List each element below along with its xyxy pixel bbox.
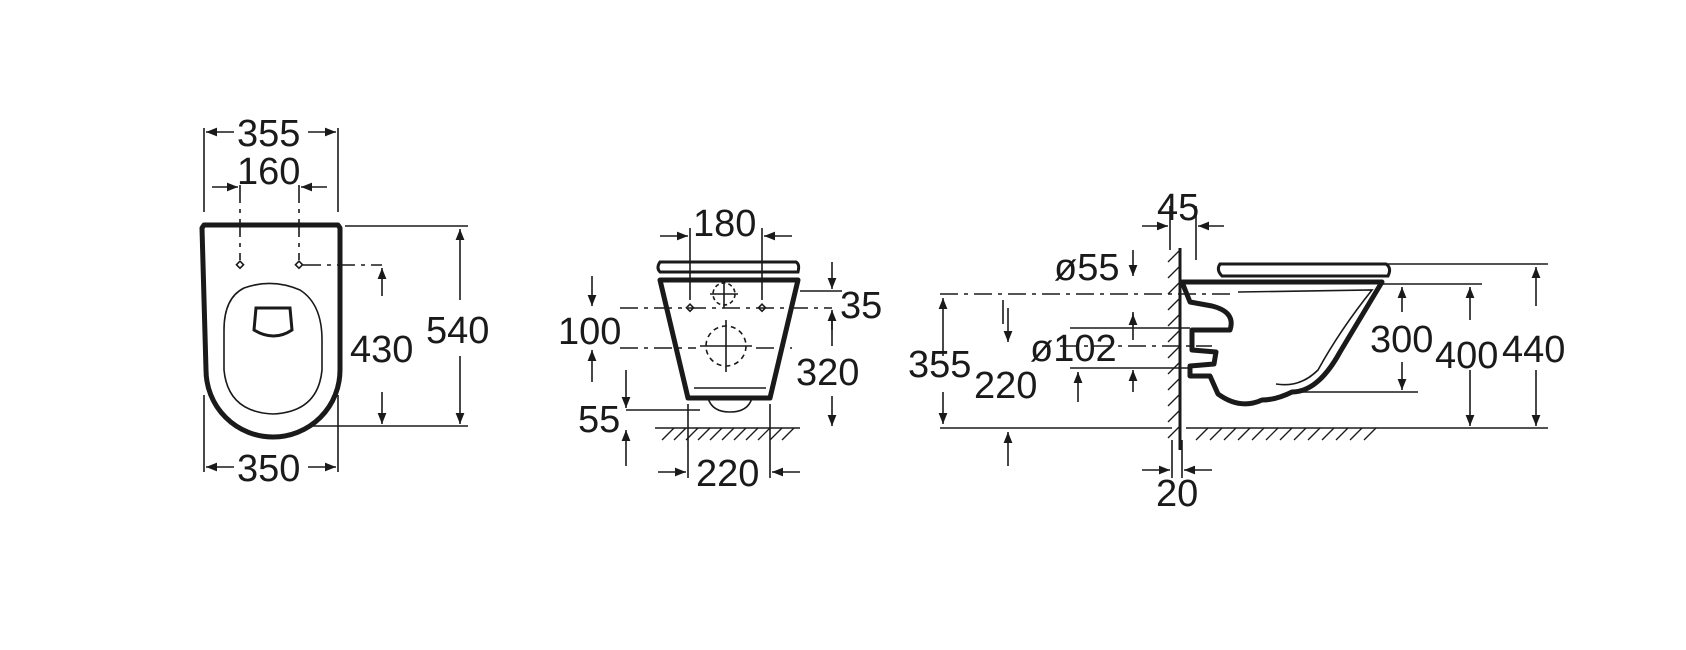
back-upper-offset-label: 35 (840, 285, 882, 327)
side-bowl (1179, 279, 1385, 407)
front-width-top-label: 355 (237, 113, 300, 155)
front-width-bottom-label: 350 (237, 448, 300, 490)
fixing-points (235, 185, 382, 270)
back-hole-spacing-label: 100 (558, 311, 621, 353)
side-rim-height-label: 400 (1435, 335, 1498, 377)
front-fixing-distance-label: 160 (237, 151, 300, 193)
back-body (657, 277, 801, 401)
front-view: 355 160 430 540 350 (199, 113, 489, 490)
bowl-waterline (252, 306, 294, 338)
seat-lid (656, 260, 801, 274)
side-bowl-height-label: 300 (1370, 319, 1433, 361)
side-outlet-diameter-label: ø102 (1030, 328, 1117, 370)
side-inlet-diameter-label: ø55 (1054, 247, 1119, 289)
back-base-width-label: 220 (696, 453, 759, 495)
back-fixing-distance-label: 180 (693, 203, 756, 245)
side-wall-offset-label: 45 (1157, 187, 1199, 229)
front-total-height-label: 540 (426, 310, 489, 352)
side-floor-hatch (1195, 427, 1377, 441)
back-outlet-height-label: 55 (578, 399, 620, 441)
bowl-outline (199, 222, 343, 440)
back-height-label: 320 (796, 352, 859, 394)
side-wall-thickness-label: 20 (1156, 473, 1198, 515)
side-inlet-height-label: 355 (908, 344, 971, 386)
side-bowl-inner (1237, 289, 1374, 386)
wall-hatch (1167, 249, 1181, 439)
side-outlet-height-label: 220 (974, 365, 1037, 407)
back-view: 180 35 100 320 55 220 (558, 203, 882, 495)
side-view: 45 ø55 ø102 355 220 20 300 (908, 187, 1565, 515)
side-total-height-label: 440 (1502, 329, 1565, 371)
back-outlet (707, 397, 753, 413)
bowl-inner (223, 282, 323, 415)
back-floor-hatch (661, 427, 795, 441)
front-fixing-height-label: 430 (350, 329, 413, 371)
side-seat (1216, 262, 1392, 278)
